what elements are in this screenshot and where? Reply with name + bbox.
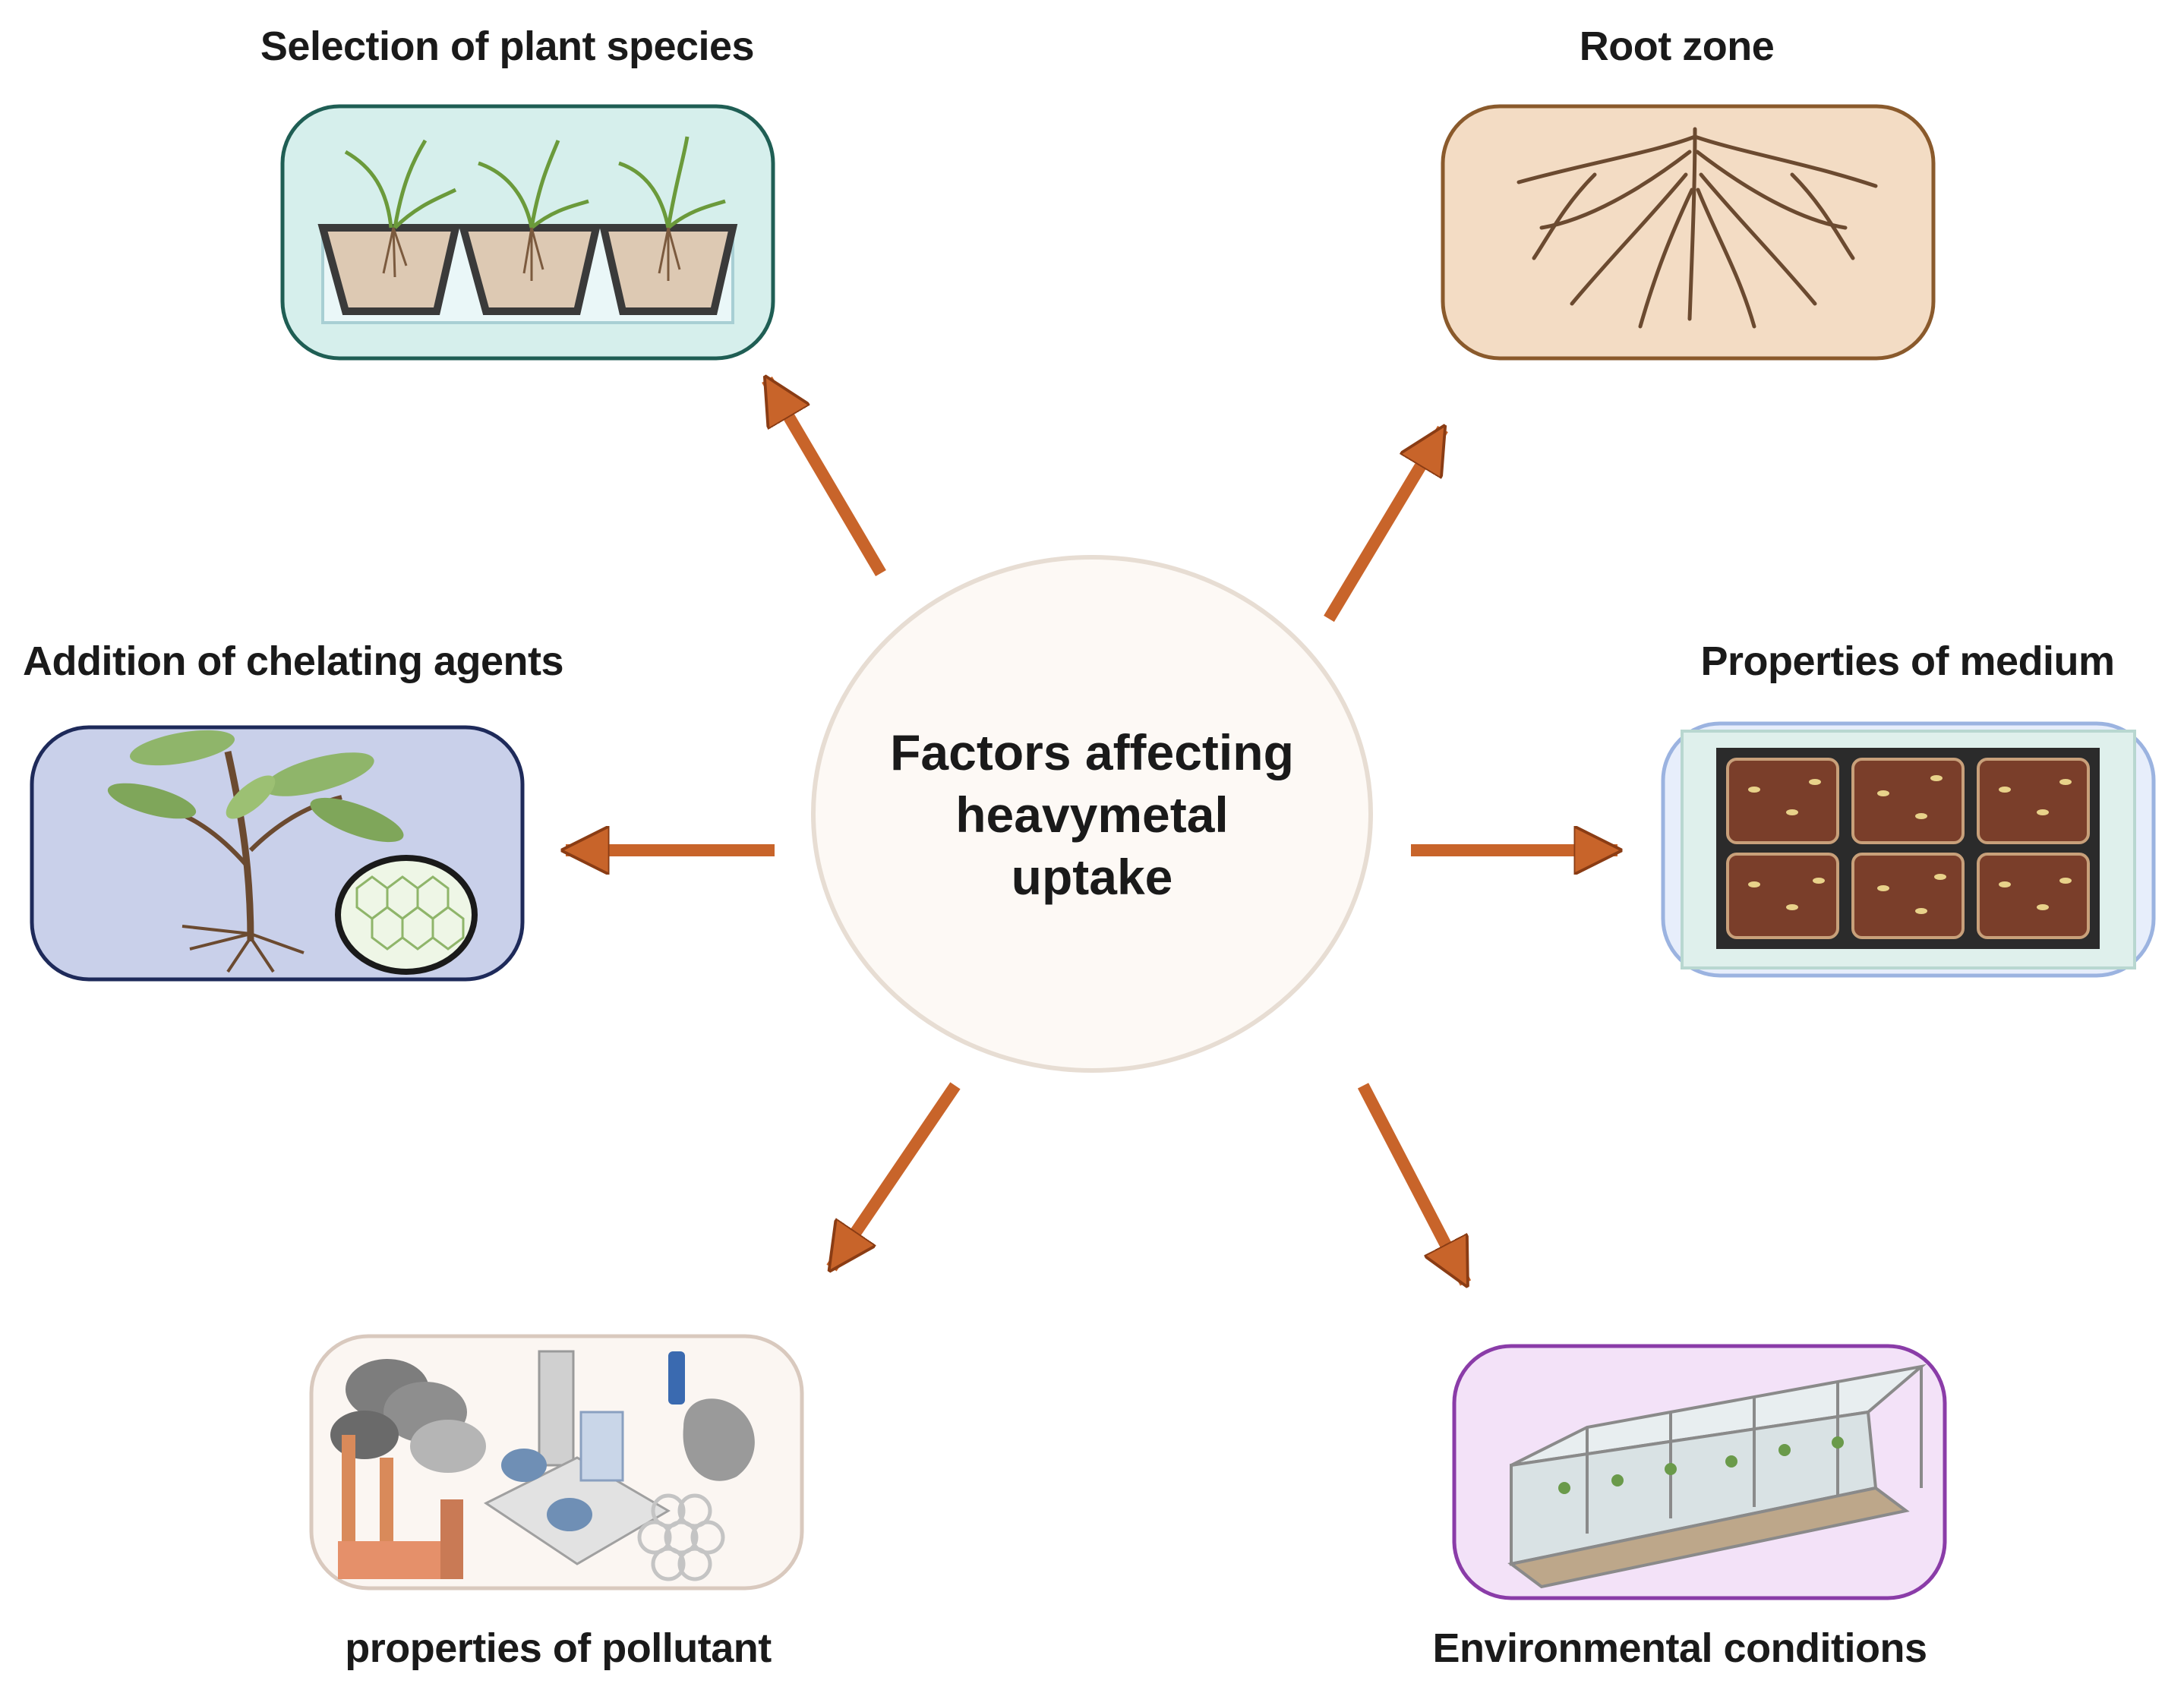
arrow-to-plant-species <box>762 380 886 577</box>
treatment-plant-icon <box>484 1350 671 1565</box>
soil-cells-icon <box>1726 758 2090 939</box>
plant-species-panel <box>280 104 775 361</box>
label-root-zone: Root zone <box>1579 24 1775 69</box>
label-environment: Environmental conditions <box>1432 1625 1927 1671</box>
center-circle <box>811 555 1373 1073</box>
center-title-line1: Factors affecting <box>890 724 1294 780</box>
label-chelating: Addition of chelating agents <box>23 638 564 684</box>
roots-icon <box>1516 127 1878 329</box>
factory-icon <box>330 1359 486 1579</box>
pollutant-panel <box>309 1334 804 1591</box>
center-title-line3: uptake <box>1011 849 1173 905</box>
environment-panel <box>1452 1344 1947 1600</box>
label-plant-species: Selection of plant species <box>260 24 755 69</box>
label-medium: Properties of medium <box>1700 638 2115 684</box>
center-title: Factors affecting heavymetal uptake <box>864 721 1320 908</box>
chelating-panel <box>30 725 525 982</box>
plant-with-cells-icon <box>107 730 478 975</box>
arrow-to-pollutant <box>826 1082 961 1268</box>
label-pollutant: properties of pollutant <box>345 1625 772 1671</box>
medium-panel <box>1661 721 2156 978</box>
arrow-to-root-zone <box>1324 429 1448 623</box>
plant-pots-icon <box>317 136 738 315</box>
arrow-to-environment <box>1357 1083 1472 1283</box>
arrows <box>566 380 1617 1283</box>
center-title-line2: heavymetal <box>955 787 1229 843</box>
root-zone-panel <box>1441 104 1936 361</box>
plastic-waste-icon <box>637 1351 755 1581</box>
